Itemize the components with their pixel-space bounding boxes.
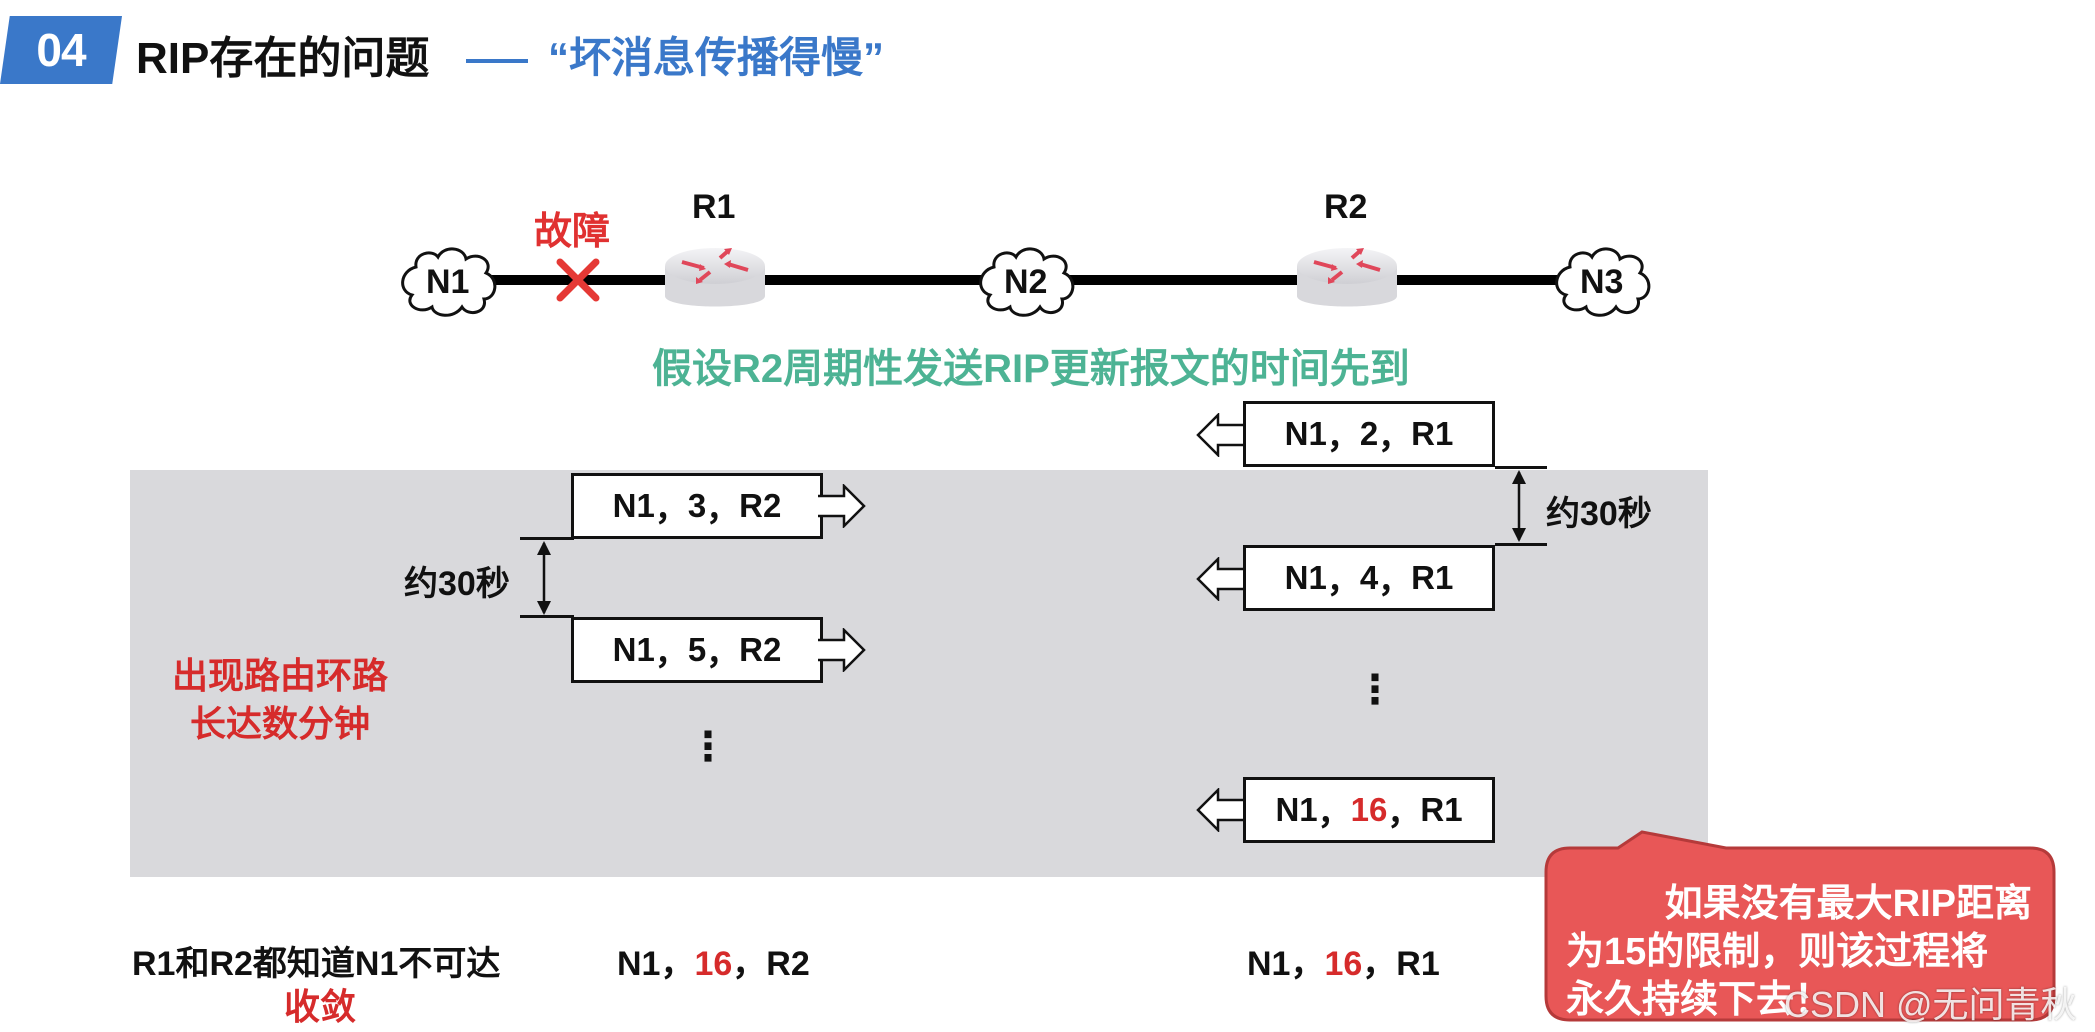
msg-net: N1 <box>1284 415 1327 452</box>
arrow-left-icon <box>1196 557 1244 601</box>
msg-sep: ， <box>1290 945 1325 983</box>
page-subtitle: “坏消息传播得慢” <box>466 24 884 85</box>
fault-label: 故障 <box>534 211 611 253</box>
subtitle-text: “坏消息传播得慢” <box>548 34 885 81</box>
assumption-text: 假设R2周期性发送RIP更新报文的时间先到 <box>652 347 1410 391</box>
msg-next-hop: R1 <box>1411 559 1454 596</box>
interval-label-right: 约30秒 <box>1546 495 1652 533</box>
watermark: CSDN @无问青秋 <box>1784 984 2077 1025</box>
msg-sep: ， <box>706 634 740 671</box>
final-r2-entry: N1，16，R1 <box>1247 936 1440 985</box>
msg-sep: ， <box>1387 794 1421 831</box>
fault-x-icon <box>556 258 600 302</box>
r1-message-box: N1，5，R2 <box>571 617 823 683</box>
msg-sep: ， <box>1326 562 1360 599</box>
msg-sep: ， <box>654 490 688 527</box>
callout-line: 永久持续下去！ <box>1566 979 1833 1021</box>
r1-message-box: N1，3，R2 <box>571 473 823 539</box>
page-title: RIP存在的问题 <box>136 34 430 83</box>
msg-next-hop: R2 <box>739 487 782 524</box>
msg-sep: ， <box>1378 418 1412 455</box>
msg-distance-infinity: 16 <box>694 945 733 983</box>
router-icon-r1 <box>665 248 765 307</box>
ellipsis-r2: ⋮ <box>1355 668 1395 712</box>
msg-net: N1 <box>1275 791 1318 828</box>
msg-next-hop: R2 <box>766 945 810 983</box>
final-r1-entry: N1，16，R2 <box>617 936 810 985</box>
ellipsis-r1: ⋮ <box>688 725 728 769</box>
msg-net: N1 <box>612 631 655 668</box>
node-label-n2: N2 <box>1004 263 1048 301</box>
cloud-icon-n2 <box>979 247 1075 317</box>
msg-net: N1 <box>1247 945 1291 983</box>
msg-distance: 4 <box>1359 559 1379 596</box>
msg-distance-infinity: 16 <box>1350 791 1388 828</box>
msg-sep: ， <box>732 945 767 983</box>
router-icon-r2 <box>1297 248 1397 307</box>
section-badge: 04 <box>0 16 122 84</box>
msg-net: N1 <box>612 487 655 524</box>
interval-tick-top <box>520 537 574 540</box>
msg-sep: ， <box>1362 945 1397 983</box>
msg-next-hop: R1 <box>1420 791 1463 828</box>
msg-next-hop: R2 <box>739 631 782 668</box>
msg-sep: ， <box>654 634 688 671</box>
msg-net: N1 <box>1284 559 1327 596</box>
msg-sep: ， <box>1326 418 1360 455</box>
msg-sep: ， <box>1378 562 1412 599</box>
warning-callout: 如果没有最大RIP距离 为15的限制，则该过程将 永久持续下去！ <box>1566 880 2046 1024</box>
callout-line: 为15的限制，则该过程将 <box>1566 931 1989 973</box>
subtitle-dash <box>466 58 528 63</box>
interval-tick-bottom <box>520 615 574 618</box>
node-label-n3: N3 <box>1580 263 1624 301</box>
msg-sep: ， <box>706 490 740 527</box>
r2-message-box: N1，4，R1 <box>1243 545 1495 611</box>
arrow-left-icon <box>1196 788 1244 832</box>
node-label-r1: R1 <box>692 188 736 226</box>
loop-note-line: 长达数分钟 <box>189 703 370 744</box>
msg-distance-infinity: 16 <box>1324 945 1363 983</box>
arrow-right-icon <box>818 628 866 672</box>
converge-label: 收敛 <box>284 986 357 1027</box>
msg-sep: ， <box>1317 794 1351 831</box>
warning-callout-shape <box>1544 830 2056 1022</box>
r2-message-box: N1，2，R1 <box>1243 401 1495 467</box>
interval-double-arrow-icon <box>1512 470 1526 542</box>
msg-distance: 5 <box>687 631 707 668</box>
section-number: 04 <box>36 24 86 76</box>
interval-label-left: 约30秒 <box>404 565 510 603</box>
arrow-left-icon <box>1196 413 1244 457</box>
node-label-r2: R2 <box>1324 188 1368 226</box>
interval-tick-top <box>1495 466 1547 469</box>
routing-loop-note: 出现路由环路 长达数分钟 <box>150 652 410 748</box>
interval-tick-bottom <box>1495 543 1547 546</box>
msg-sep: ， <box>660 945 695 983</box>
cloud-icon-n3 <box>1555 247 1651 317</box>
node-label-n1: N1 <box>426 263 470 301</box>
final-statement: R1和R2都知道N1不可达 <box>132 945 501 983</box>
msg-distance: 3 <box>687 487 707 524</box>
callout-line: 如果没有最大RIP距离 <box>1664 883 2032 925</box>
msg-distance: 2 <box>1359 415 1379 452</box>
msg-net: N1 <box>617 945 661 983</box>
loop-note-line: 出现路由环路 <box>171 655 388 696</box>
msg-next-hop: R1 <box>1411 415 1454 452</box>
arrow-right-icon <box>818 484 866 528</box>
interval-double-arrow-icon <box>537 541 551 615</box>
r2-message-box-final: N1，16，R1 <box>1243 777 1495 843</box>
msg-next-hop: R1 <box>1396 945 1440 983</box>
cloud-icon-n1 <box>401 247 497 317</box>
